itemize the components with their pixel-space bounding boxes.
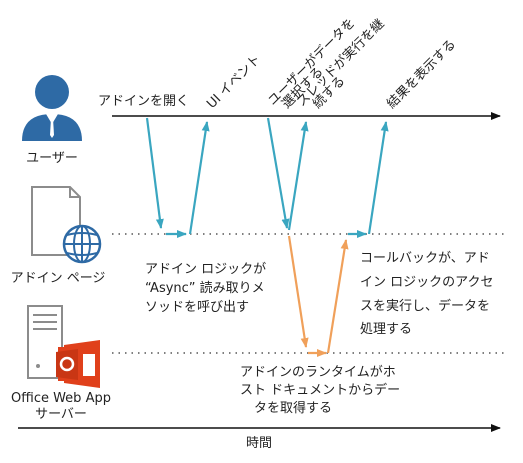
note-runtime-line2: スト ドキュメントからデー [240,382,400,398]
document-globe-icon [31,186,102,264]
arrow-server-to-addin [326,239,349,354]
user-icon [22,75,82,141]
note-async-line2: “Async” 読み取りメ [145,280,265,296]
server-label-line2: サーバー [35,407,87,422]
note-callback-line1: コールバックが、アド [360,251,490,266]
note-callback-line2: イン ロジックのアクセ [360,275,493,290]
note-async-line3: ソッドを呼び出す [145,300,249,315]
arrow-open-to-addin [145,117,164,229]
arrow-addin-to-result [367,121,389,235]
server-label-line1: Office Web App [11,391,111,406]
event-open-addin: アドインを開く [98,94,189,109]
arrow-addin-to-server [287,235,309,348]
event-show-result: 結果を表示する [384,37,459,112]
arrow-select-to-addin [266,117,290,229]
flow-arrows [145,117,389,357]
arrow-addin-to-ui [188,121,210,235]
time-axis-label: 時間 [246,436,272,451]
user-label: ユーザー [26,151,78,166]
note-runtime-line1: アドインのランタイムがホ [240,365,396,380]
note-runtime-line3: タを取得する [254,400,332,416]
arrow-addin-to-continue [287,121,309,231]
note-callback-line3: スを実行し、データを [360,298,490,314]
note-async-line1: アドイン ロジックが [145,262,266,277]
addin-page-label: アドイン ページ [11,271,106,286]
server-office-icon [27,305,100,388]
note-callback-line4: 処理する [360,322,412,337]
event-ui-event: UI イベント [204,52,264,112]
